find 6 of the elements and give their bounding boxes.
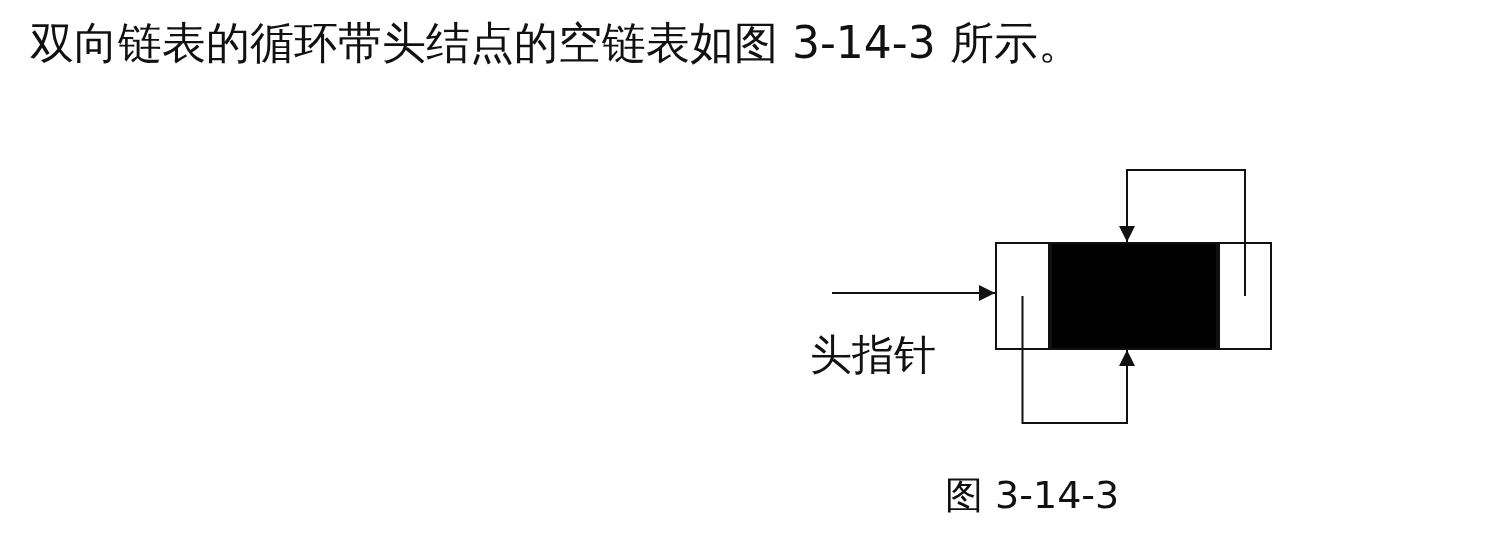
figure-caption: 图 3-14-3 (945, 472, 1120, 519)
heading-text: 双向链表的循环带头结点的空链表如图 3-14-3 所示。 (30, 16, 1082, 70)
arrow (1119, 169, 1246, 297)
arrow (1021, 295, 1135, 424)
arrow (831, 285, 996, 301)
data-field (1050, 242, 1218, 350)
